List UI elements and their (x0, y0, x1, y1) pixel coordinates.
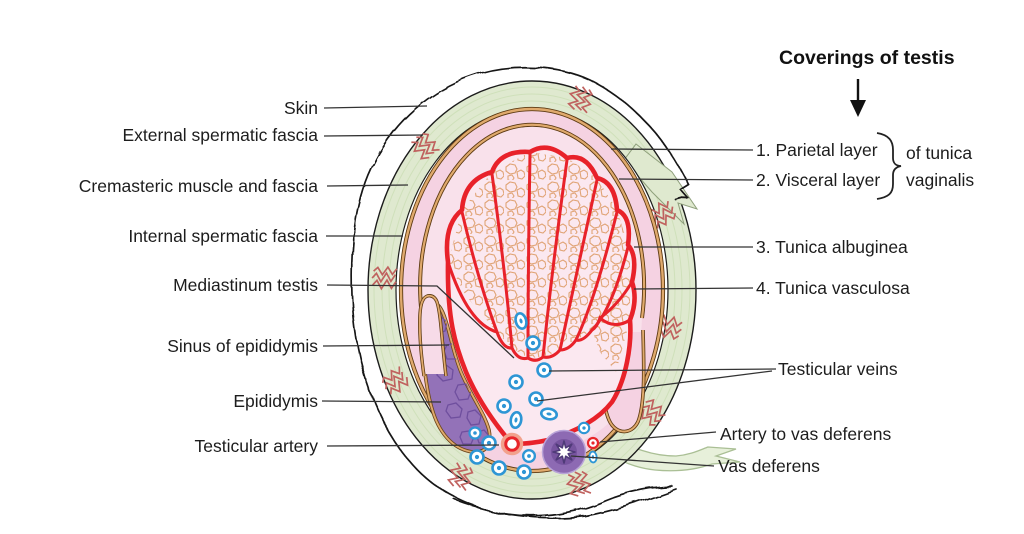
epididymis-shape (418, 294, 492, 454)
vessels (468, 310, 600, 480)
septa (460, 152, 634, 360)
label-sinus-of-epididymis: Sinus of epididymis (167, 336, 318, 356)
label-testicular-veins: Testicular veins (778, 359, 898, 379)
label-skin: Skin (283, 98, 318, 118)
testis-body (444, 145, 637, 447)
tunica-vasculosa-outline (444, 145, 637, 447)
label-testicular-artery: Testicular artery (194, 436, 318, 456)
label-vas-deferens: Vas deferens (718, 456, 820, 476)
skin-outline (350, 66, 689, 519)
label-parietal-layer: 1. Parietal layer (756, 140, 878, 160)
vas-deferens-shape (541, 429, 587, 475)
label-of-tunica-vaginalis: of tunica vaginalis (906, 140, 974, 194)
testicular-artery-shape (500, 432, 524, 456)
label-tunica-vasculosa: 4. Tunica vasculosa (756, 278, 910, 298)
label-external-spermatic-fascia: External spermatic fascia (122, 125, 319, 145)
brace (876, 132, 902, 200)
label-epididymis: Epididymis (233, 391, 318, 411)
down-arrow-icon (850, 79, 866, 117)
lobule-inner-arcs (446, 260, 632, 362)
brace-note-line1: of tunica (906, 143, 973, 163)
label-tunica-albuginea: 3. Tunica albuginea (756, 237, 908, 257)
label-internal-spermatic-fascia: Internal spermatic fascia (128, 226, 318, 246)
label-visceral-layer: 2. Visceral layer (756, 170, 881, 190)
spermatic-cord-tail (605, 435, 741, 472)
diagram-title: Coverings of testis (779, 47, 955, 69)
brace-note-line2: vaginalis (906, 170, 975, 190)
label-mediastinum-testis: Mediastinum testis (173, 275, 318, 295)
label-artery-to-vas-deferens: Artery to vas deferens (720, 424, 892, 444)
leader-lines (321, 105, 777, 467)
label-cremasteric-muscle: Cremasteric muscle and fascia (78, 176, 318, 196)
artery-to-vas-deferens-shape (586, 436, 600, 450)
